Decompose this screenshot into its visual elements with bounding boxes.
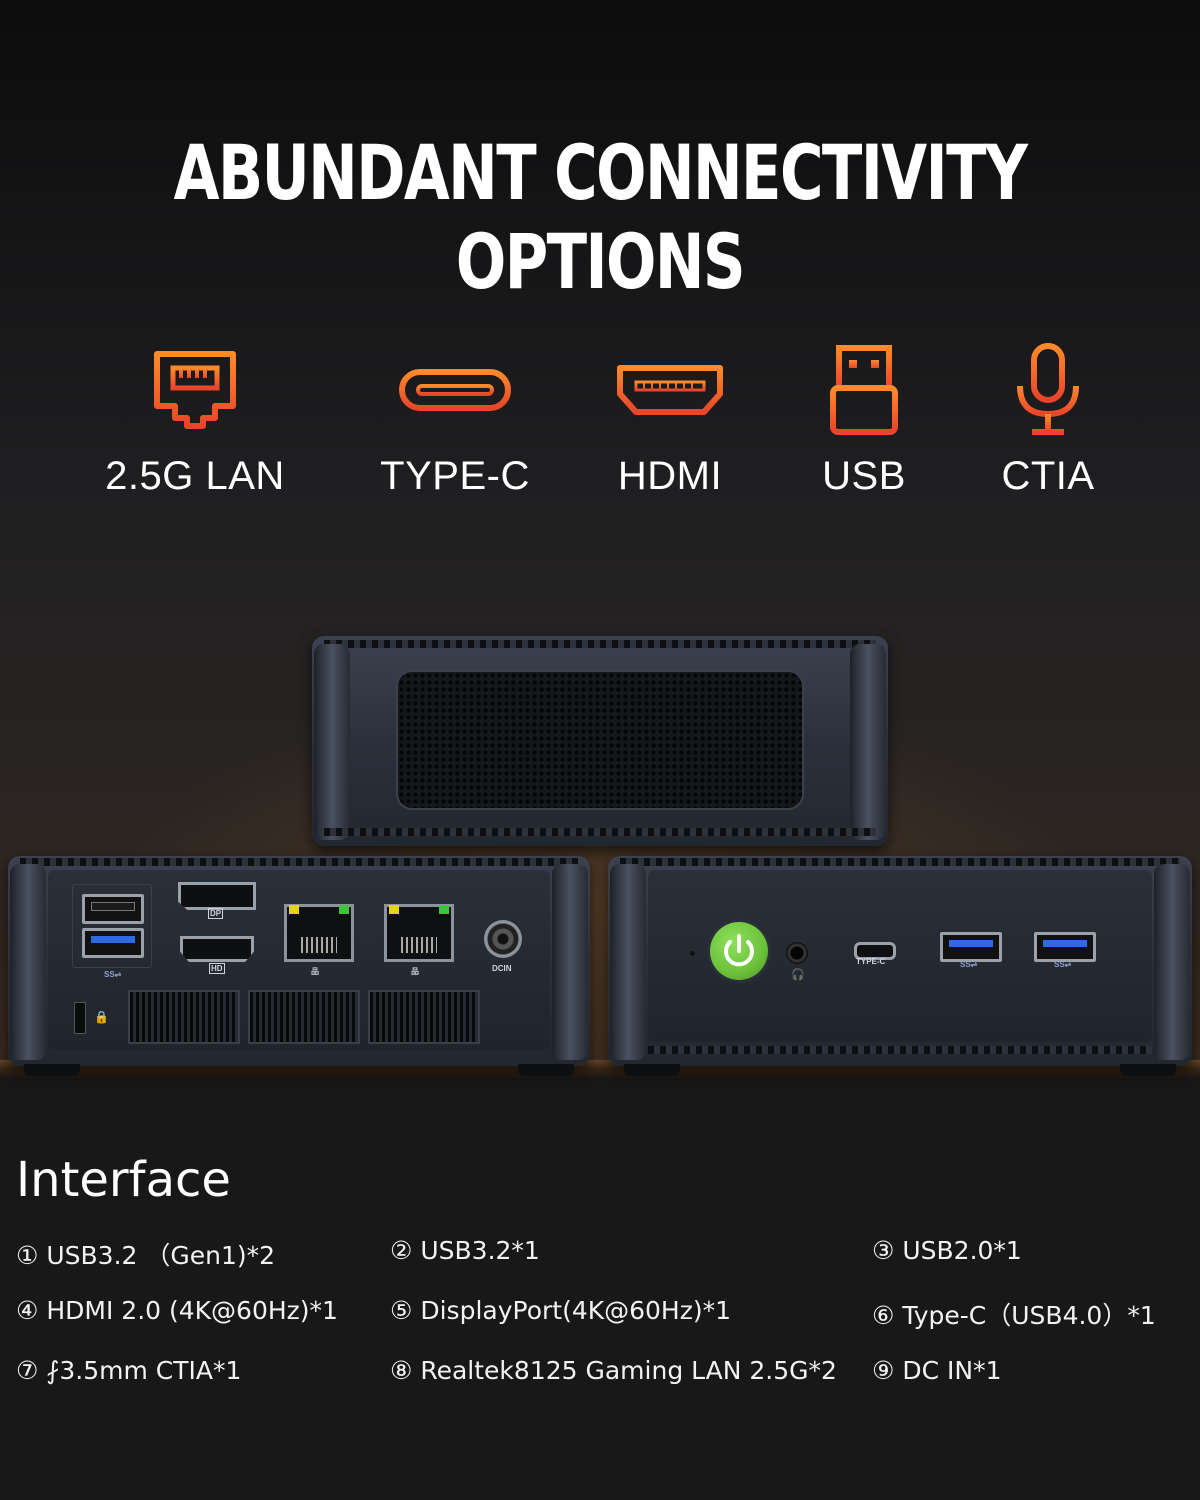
headphone-icon: 🎧 (791, 969, 805, 981)
feature-label-typec: TYPE-C (380, 454, 530, 498)
feature-hdmi: HDMI (550, 340, 790, 499)
spec-item: ② USB3.2*1 (390, 1236, 540, 1265)
hdmi-port-icon (617, 365, 723, 415)
ethernet-port-2 (384, 904, 454, 962)
spec-item: ⑤ DisplayPort(4K@60Hz)*1 (390, 1296, 732, 1325)
ethernet-port-icon (154, 351, 236, 429)
power-button[interactable] (710, 922, 768, 980)
headline: ABUNDANT CONNECTIVITY OPTIONS (173, 128, 1028, 306)
usb2-port (82, 894, 144, 924)
usb3-front-port-1 (940, 932, 1002, 962)
mini-pc-top (312, 636, 888, 856)
interface-title: Interface (16, 1152, 231, 1208)
ethernet-port-1 (284, 904, 354, 962)
feature-lan: 2.5G LAN (75, 340, 315, 499)
usb-c-port (854, 942, 896, 960)
audio-jack (786, 942, 808, 964)
mini-pc-front-panel: 🎧 TYPE-C SS⇌ SS⇌ (608, 856, 1192, 1076)
usb-plug-icon (830, 345, 898, 435)
spec-background (0, 1080, 1200, 1500)
feature-typec: TYPE-C (335, 340, 575, 499)
microphone-icon (1017, 343, 1079, 435)
vent-grille-1 (128, 990, 240, 1044)
dc-in-port (484, 920, 522, 958)
hdmi-port (180, 936, 254, 962)
spec-item: ⑨ DC IN*1 (872, 1356, 1002, 1385)
displayport-port (178, 882, 256, 910)
vent-grille-2 (248, 990, 360, 1044)
feature-label-hdmi: HDMI (617, 454, 723, 498)
feature-label-lan: 2.5G LAN (105, 454, 285, 498)
typec-label: TYPE-C (856, 957, 886, 966)
mini-pc-back-panel: SS⇌ DP HD 品 品 DCIN 🔒 (8, 856, 590, 1076)
feature-usb: USB (744, 340, 984, 499)
vent-mesh (396, 670, 804, 810)
hd-label: HD (209, 963, 225, 974)
feature-label-usb: USB (822, 454, 906, 498)
usb-c-port-icon (399, 369, 511, 411)
spec-item: ① USB3.2 （Gen1)*2 (16, 1241, 276, 1270)
spec-item: ④ HDMI 2.0 (4K@60Hz)*1 (16, 1296, 338, 1325)
spec-item: ⑦ ⨏3.5mm CTIA*1 (16, 1356, 242, 1385)
kensington-slot (74, 1002, 86, 1034)
spec-item: ⑥ Type-C（USB4.0）*1 (872, 1301, 1156, 1330)
dp-label: DP (208, 908, 224, 919)
usb3-port (82, 928, 144, 958)
feature-label-ctia: CTIA (1001, 454, 1095, 498)
usb3-front-port-2 (1034, 932, 1096, 962)
spec-item: ⑧ Realtek8125 Gaming LAN 2.5G*2 (390, 1356, 837, 1385)
feature-ctia: CTIA (928, 340, 1168, 499)
power-icon (724, 934, 754, 967)
spec-item: ③ USB2.0*1 (872, 1236, 1022, 1265)
vent-grille-3 (368, 990, 480, 1044)
dcin-label: DCIN (492, 964, 512, 973)
